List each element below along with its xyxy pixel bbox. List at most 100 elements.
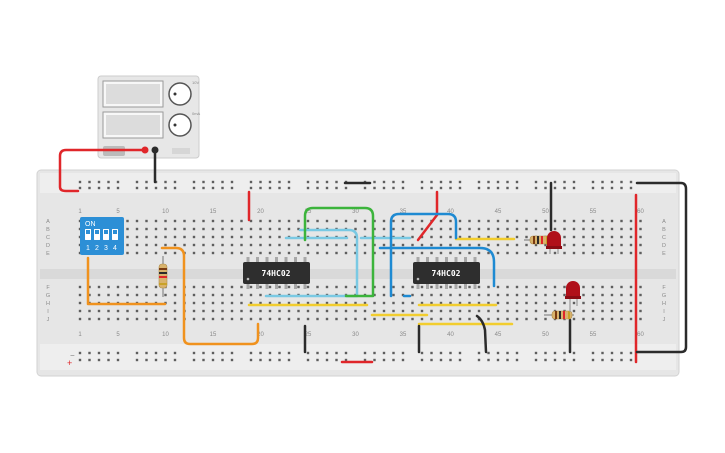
orange-wire-1[interactable] xyxy=(86,256,167,306)
breadboard-hole xyxy=(126,227,129,231)
breadboard-hole xyxy=(392,317,395,321)
led-2[interactable] xyxy=(565,281,581,312)
rail-hole xyxy=(306,180,310,184)
breadboard-hole xyxy=(563,219,566,223)
rail-hole xyxy=(306,351,310,355)
breadboard-hole xyxy=(506,309,509,313)
breadboard-hole xyxy=(240,219,243,223)
ic-left[interactable]: 74HC02 xyxy=(243,257,310,289)
rail-hole xyxy=(534,358,538,362)
power-leads[interactable] xyxy=(58,148,157,193)
blue-wire-1[interactable] xyxy=(389,212,458,298)
ic-pin xyxy=(284,283,288,289)
breadboard-hole xyxy=(515,227,519,231)
row-letter: E xyxy=(46,251,50,257)
voltage-knob[interactable] xyxy=(168,82,192,106)
breadboard-hole xyxy=(230,293,234,297)
breadboard-hole xyxy=(639,235,642,239)
black-jumper-4[interactable] xyxy=(475,314,488,354)
dip-toggle-knob-3 xyxy=(104,230,108,234)
breadboard-hole xyxy=(534,317,538,321)
ic-pin xyxy=(445,257,448,263)
breadboard-hole xyxy=(487,317,490,321)
black-rail-bridge[interactable] xyxy=(635,181,688,354)
breadboard-hole xyxy=(306,301,310,305)
row-letter: H xyxy=(46,301,50,307)
breadboard-hole xyxy=(240,317,243,321)
breadboard-hole xyxy=(525,309,528,313)
power-supply[interactable]: 10V 0mA xyxy=(97,75,201,159)
breadboard-hole xyxy=(544,285,547,289)
breadboard-hole xyxy=(154,219,158,223)
rail-hole xyxy=(154,351,158,355)
breadboard-hole xyxy=(477,243,481,247)
breadboard-hole xyxy=(411,243,414,247)
row-letter: B xyxy=(662,227,666,233)
breadboard-hole xyxy=(230,285,234,289)
breadboard-hole xyxy=(173,309,177,313)
red-jumper-3[interactable] xyxy=(416,213,439,242)
dip-switch-toggles[interactable] xyxy=(85,229,118,240)
green-wire[interactable] xyxy=(303,206,375,298)
breadboard-hole xyxy=(240,301,243,305)
rail-hole xyxy=(107,186,110,190)
breadboard-hole xyxy=(601,317,604,321)
breadboard-hole xyxy=(392,293,395,297)
red-power-lead[interactable] xyxy=(58,148,146,193)
rail-hole xyxy=(335,351,338,355)
ic-pin xyxy=(256,257,259,263)
rail-hole xyxy=(88,358,91,362)
rail-hole xyxy=(392,186,395,190)
breadboard-hole xyxy=(164,219,167,223)
rail-hole xyxy=(620,186,623,190)
current-knob-marker: 0mA xyxy=(192,111,201,116)
orange-wire-2[interactable] xyxy=(160,246,260,346)
blue-wire-2[interactable] xyxy=(378,246,496,288)
breadboard-hole xyxy=(468,227,471,231)
current-knob[interactable] xyxy=(168,113,192,137)
breadboard-hole xyxy=(259,235,262,239)
ic-pin xyxy=(275,283,278,289)
orange-wires[interactable] xyxy=(86,246,260,346)
breadboard-hole xyxy=(363,309,367,313)
breadboard-hole xyxy=(145,285,148,289)
breadboard-hole xyxy=(458,235,462,239)
breadboard-hole xyxy=(297,285,300,289)
resistor-1[interactable] xyxy=(158,256,168,297)
cyan-wires[interactable] xyxy=(264,228,412,298)
breadboard-hole xyxy=(430,293,433,297)
ic-right[interactable]: 74HC02 xyxy=(413,257,480,289)
rail-hole xyxy=(373,358,376,362)
breadboard-hole xyxy=(164,251,167,255)
cyan-wire-2[interactable] xyxy=(264,228,359,298)
breadboard-hole xyxy=(420,227,424,231)
jumper-wires[interactable] xyxy=(247,181,688,364)
breadboard-hole xyxy=(354,227,357,231)
rail-hole xyxy=(496,358,500,362)
ic-pin xyxy=(445,283,448,289)
rail-hole xyxy=(249,358,253,362)
blue-wires[interactable] xyxy=(378,212,496,298)
breadboard-hole xyxy=(88,293,91,297)
yellow-wires[interactable] xyxy=(247,237,516,326)
rail-hole xyxy=(88,186,91,190)
dip-switch-on-label: ON xyxy=(85,221,96,228)
breadboard-hole xyxy=(411,251,414,255)
rail-hole xyxy=(449,186,452,190)
breadboard-hole xyxy=(354,235,357,239)
rail-hole xyxy=(401,180,405,184)
ic-pin xyxy=(464,257,467,263)
rail-hole xyxy=(496,351,500,355)
led-1[interactable] xyxy=(546,231,562,254)
breadboard-hole xyxy=(116,317,120,321)
breadboard-hole xyxy=(544,309,547,313)
rail-hole xyxy=(392,358,395,362)
rail-hole xyxy=(325,180,329,184)
breadboard-hole xyxy=(601,235,604,239)
breadboard-hole xyxy=(572,317,576,321)
rail-hole xyxy=(458,186,462,190)
resistor-3[interactable] xyxy=(544,310,574,320)
breadboard-hole xyxy=(639,219,642,223)
row-letter: G xyxy=(662,293,666,299)
